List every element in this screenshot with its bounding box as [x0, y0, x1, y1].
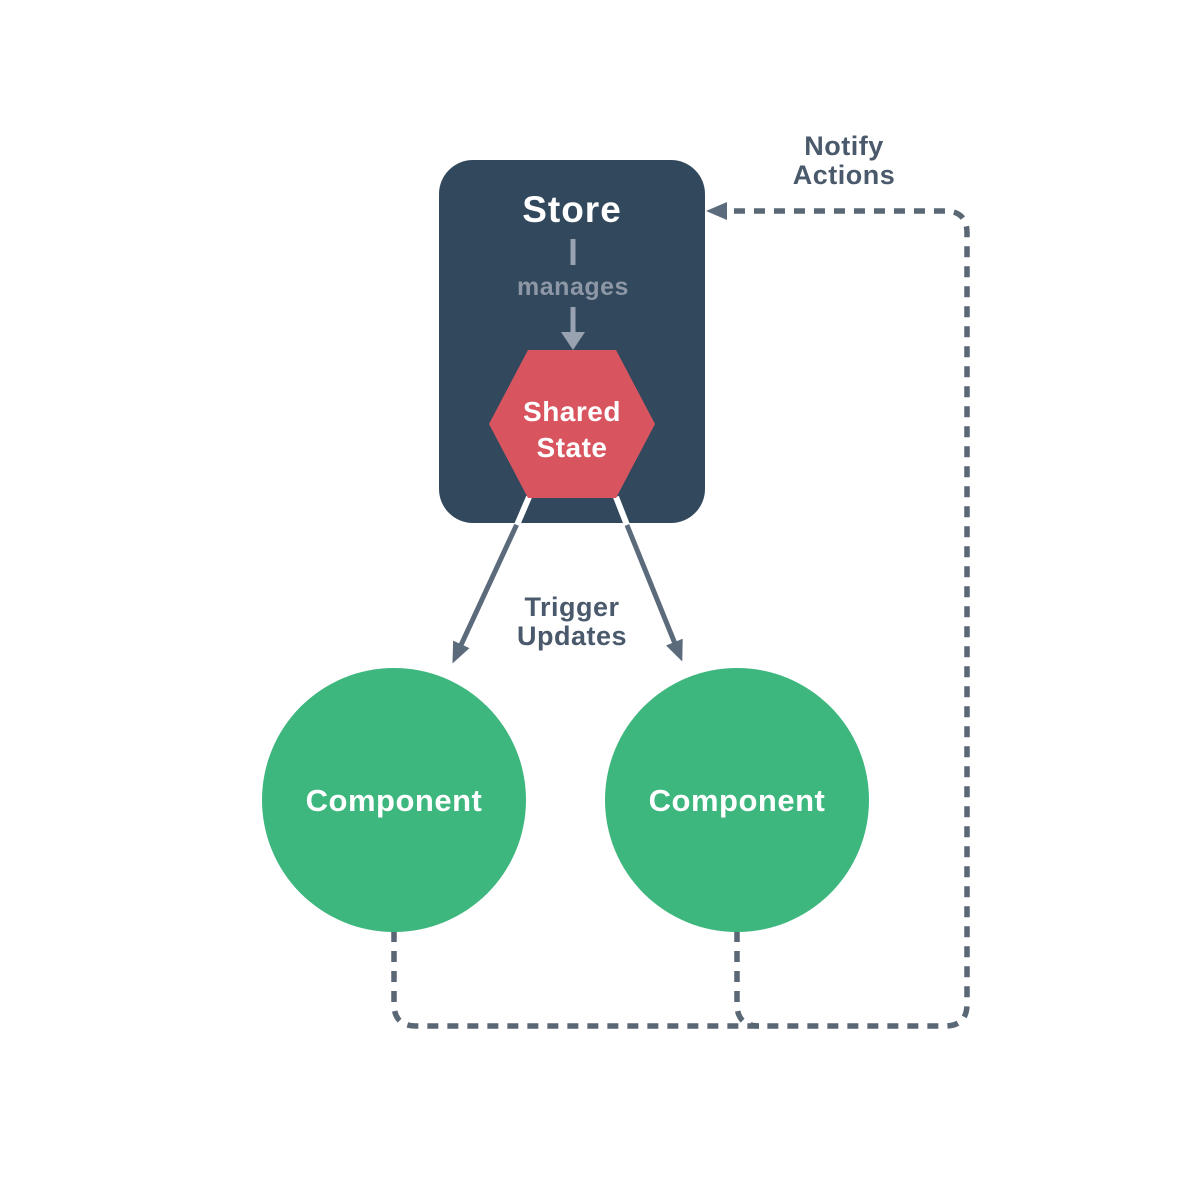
- manages-arrowhead-icon: [561, 332, 585, 350]
- trigger-arrow-right-overlay: [613, 495, 630, 527]
- trigger-updates-label-line2: Updates: [517, 621, 627, 651]
- notify-dashed-branch: [734, 931, 760, 1029]
- component-label-left: Component: [306, 783, 483, 818]
- trigger-arrow-left-overlay: [514, 495, 532, 527]
- notify-actions-label-line1: Notify: [804, 131, 884, 161]
- store-title: Store: [522, 189, 622, 230]
- shared-state-label-line1: Shared: [523, 396, 621, 427]
- shared-state-hexagon: [489, 350, 655, 498]
- component-label-right: Component: [649, 783, 826, 818]
- trigger-updates-label-line1: Trigger: [524, 592, 619, 622]
- notify-actions-label-line2: Actions: [793, 160, 896, 190]
- component-circle-right: [605, 668, 869, 932]
- shared-state-label-line2: State: [537, 432, 608, 463]
- manages-label: manages: [517, 273, 629, 301]
- component-circle-left: [262, 668, 526, 932]
- notify-dashed-path: [391, 202, 970, 1029]
